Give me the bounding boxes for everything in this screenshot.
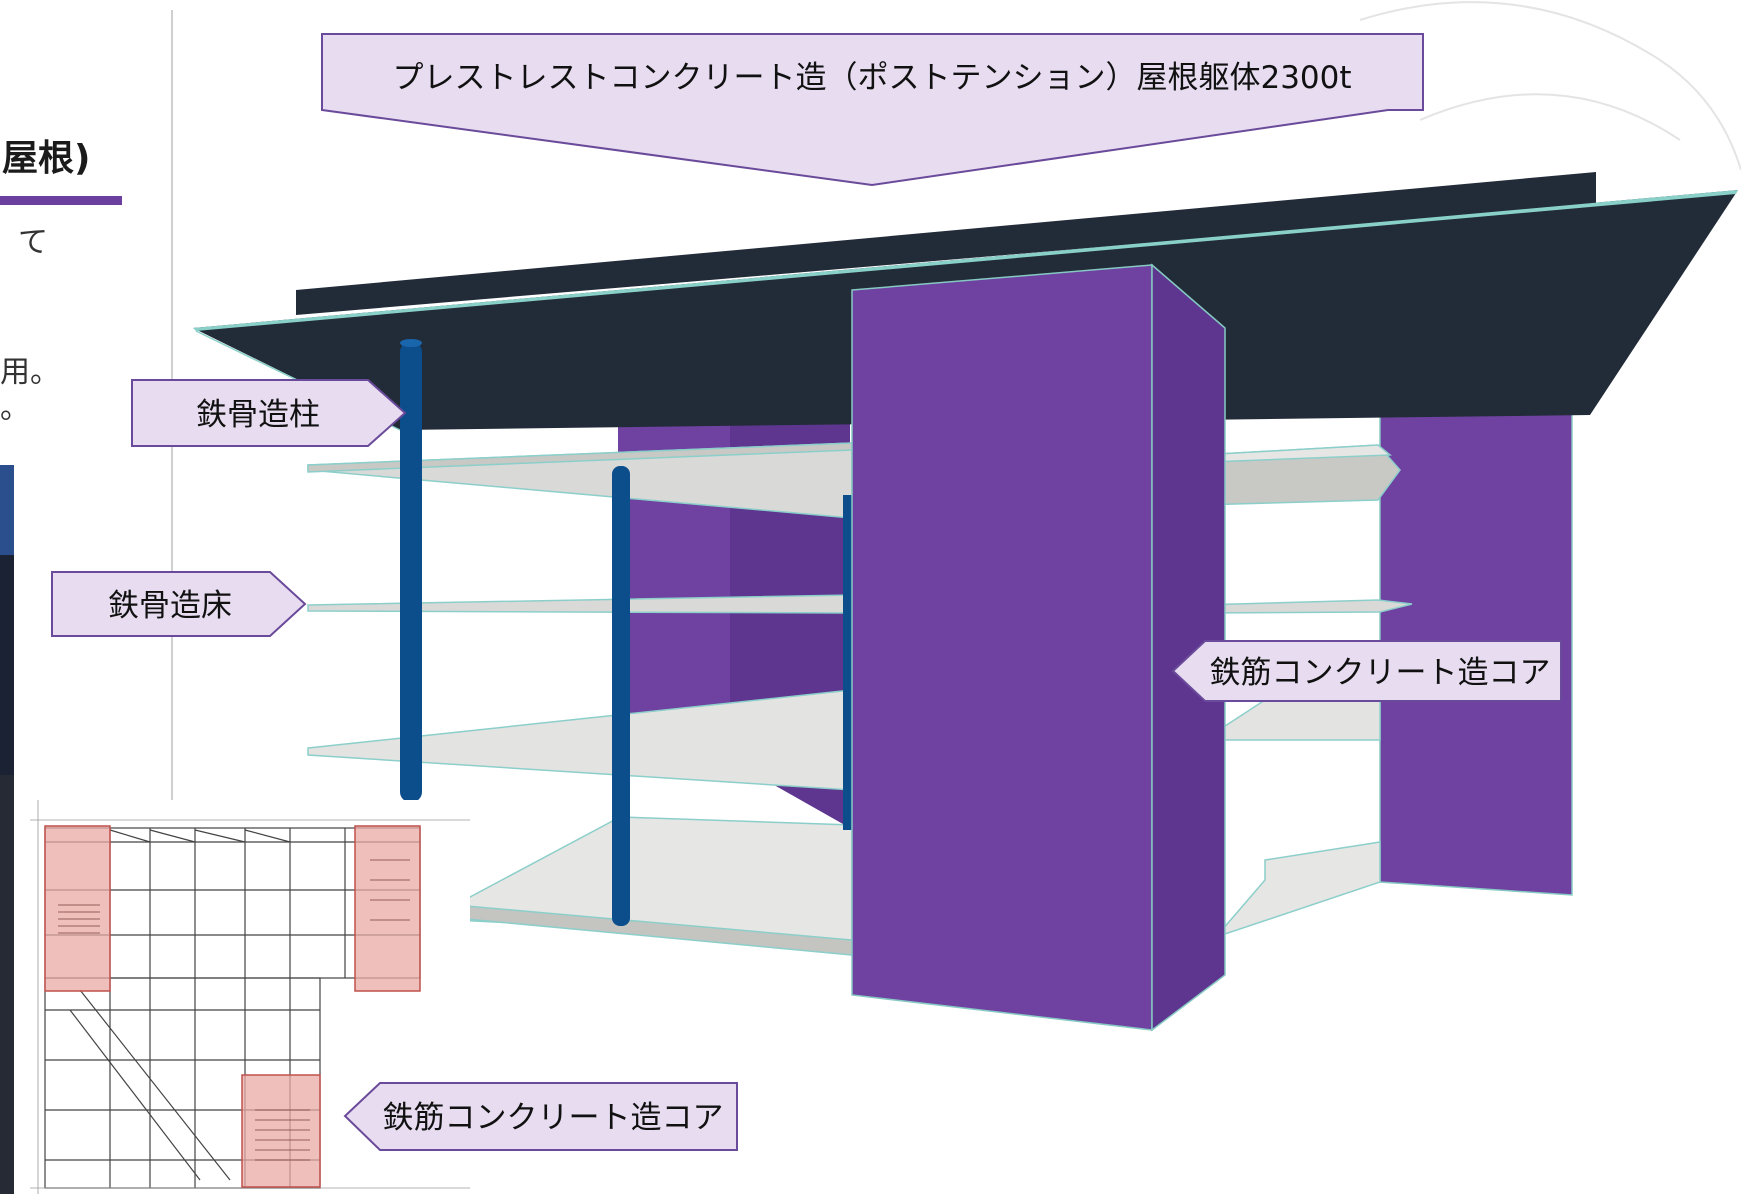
- callout-rc-core: 鉄筋コンクリート造コア: [1171, 640, 1562, 702]
- floor-3: [307, 689, 853, 791]
- callout-steel-floor: 鉄骨造床: [51, 571, 307, 637]
- core-front: [851, 263, 1226, 1032]
- callout-roof-label: プレストレストコンクリート造（ポストテンション）屋根躯体2300t: [392, 60, 1351, 96]
- callout-steel-floor-label: 鉄骨造床: [108, 588, 232, 624]
- plan-core-left: [44, 825, 111, 992]
- plan-core-bottom: [241, 1074, 321, 1188]
- plan-core-right: [354, 825, 421, 992]
- callout-rc-core-plan: 鉄筋コンクリート造コア: [343, 1082, 738, 1151]
- floor-2: [307, 594, 853, 614]
- steel-columns: [400, 339, 853, 926]
- heading-underline: [0, 196, 122, 205]
- left-text-column: 屋根) て 用。 。: [0, 138, 122, 426]
- callout-steel-column-label: 鉄骨造柱: [196, 397, 320, 433]
- callout-rc-core-plan-label: 鉄筋コンクリート造コア: [383, 1100, 724, 1136]
- floor-plan-drawing: [30, 800, 470, 1194]
- steel-column-middle: [612, 466, 630, 926]
- callout-steel-column: 鉄骨造柱: [131, 379, 407, 447]
- plan-core-highlights: [44, 825, 421, 1188]
- left-text-line-1: て: [18, 225, 48, 260]
- left-text-line-2: 用。: [0, 355, 60, 390]
- left-heading: 屋根): [2, 138, 90, 179]
- callout-rc-core-label: 鉄筋コンクリート造コア: [1210, 655, 1551, 691]
- left-photo: [0, 465, 14, 1194]
- left-text-line-3: 。: [0, 391, 30, 426]
- building-model: [193, 172, 1738, 1032]
- steel-column-front: [400, 342, 422, 802]
- arc-decoration-icon: [1359, 1, 1741, 171]
- core-right: [1379, 354, 1573, 896]
- callout-roof: プレストレストコンクリート造（ポストテンション）屋根躯体2300t: [321, 33, 1424, 187]
- steel-column-back: [843, 495, 853, 830]
